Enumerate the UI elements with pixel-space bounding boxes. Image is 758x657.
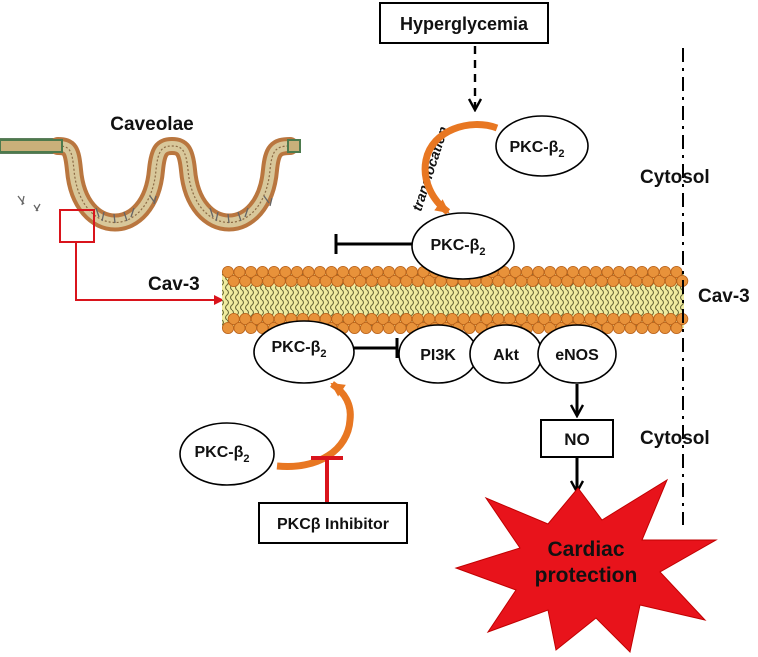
pkc-beta2-cytosolic-top: PKC-β2 — [495, 115, 589, 177]
cav3-right-label: Cav-3 — [698, 286, 750, 307]
svg-text:PKC-β2: PKC-β2 — [195, 444, 250, 465]
pkc-subscript: 2 — [479, 246, 485, 258]
pkc-beta2-cytosolic-bottom: PKC-β2 — [179, 422, 275, 486]
cardiac-label-line2: protection — [535, 564, 638, 587]
no-label: NO — [564, 430, 590, 449]
caveolae-membrane-image — [0, 136, 301, 232]
pkc-subscript: 2 — [558, 148, 564, 160]
svg-text:PKC-β2: PKC-β2 — [272, 339, 327, 360]
inhibitor-block — [311, 456, 343, 504]
translocation-arrow — [421, 121, 499, 215]
caveolae-label: Caveolae — [110, 114, 193, 135]
pkc-subscript: 2 — [243, 453, 249, 465]
cytosol-bottom-label: Cytosol — [640, 428, 710, 449]
enos-label: eNOS — [555, 347, 599, 364]
pkc-label: PKC-β — [510, 139, 559, 156]
pkc-pi3k-inhibition — [354, 338, 399, 358]
pkc-beta2-membrane-bottom: PKC-β2 — [253, 320, 355, 384]
cardiac-label-line1: Cardiac — [547, 538, 624, 561]
cav3-left-label: Cav-3 — [148, 274, 200, 295]
pkc-beta2-membrane-top: PKC-β2 — [411, 212, 515, 280]
pi3k-node: PI3K — [398, 324, 478, 384]
akt-node: Akt — [469, 324, 543, 384]
cardiac-protection-burst: Cardiac protection — [454, 478, 718, 654]
pkc-subscript: 2 — [320, 348, 326, 360]
caveolae-to-membrane-arrow — [75, 242, 224, 305]
bottom-translocation-arrow — [276, 381, 354, 471]
pkc-label: PKC-β — [195, 444, 244, 461]
no-box: NO — [540, 419, 614, 458]
inhibitor-label: PKCβ Inhibitor — [277, 516, 389, 533]
lipid-head — [670, 321, 683, 334]
pi3k-label: PI3K — [420, 347, 456, 364]
svg-text:PKC-β2: PKC-β2 — [510, 139, 565, 160]
enos-node: eNOS — [537, 324, 617, 384]
pkcb-inhibitor-box: PKCβ Inhibitor — [258, 502, 408, 544]
svg-text:PKC-β2: PKC-β2 — [431, 237, 486, 258]
pkc-top-inhibition — [334, 234, 412, 254]
cytosol-top-label: Cytosol — [640, 167, 710, 188]
akt-label: Akt — [493, 347, 519, 364]
hyperglycemia-label: Hyperglycemia — [400, 14, 529, 34]
pkc-label: PKC-β — [431, 237, 480, 254]
pkc-label: PKC-β — [272, 339, 321, 356]
hyperglycemia-box: Hyperglycemia — [379, 2, 549, 44]
